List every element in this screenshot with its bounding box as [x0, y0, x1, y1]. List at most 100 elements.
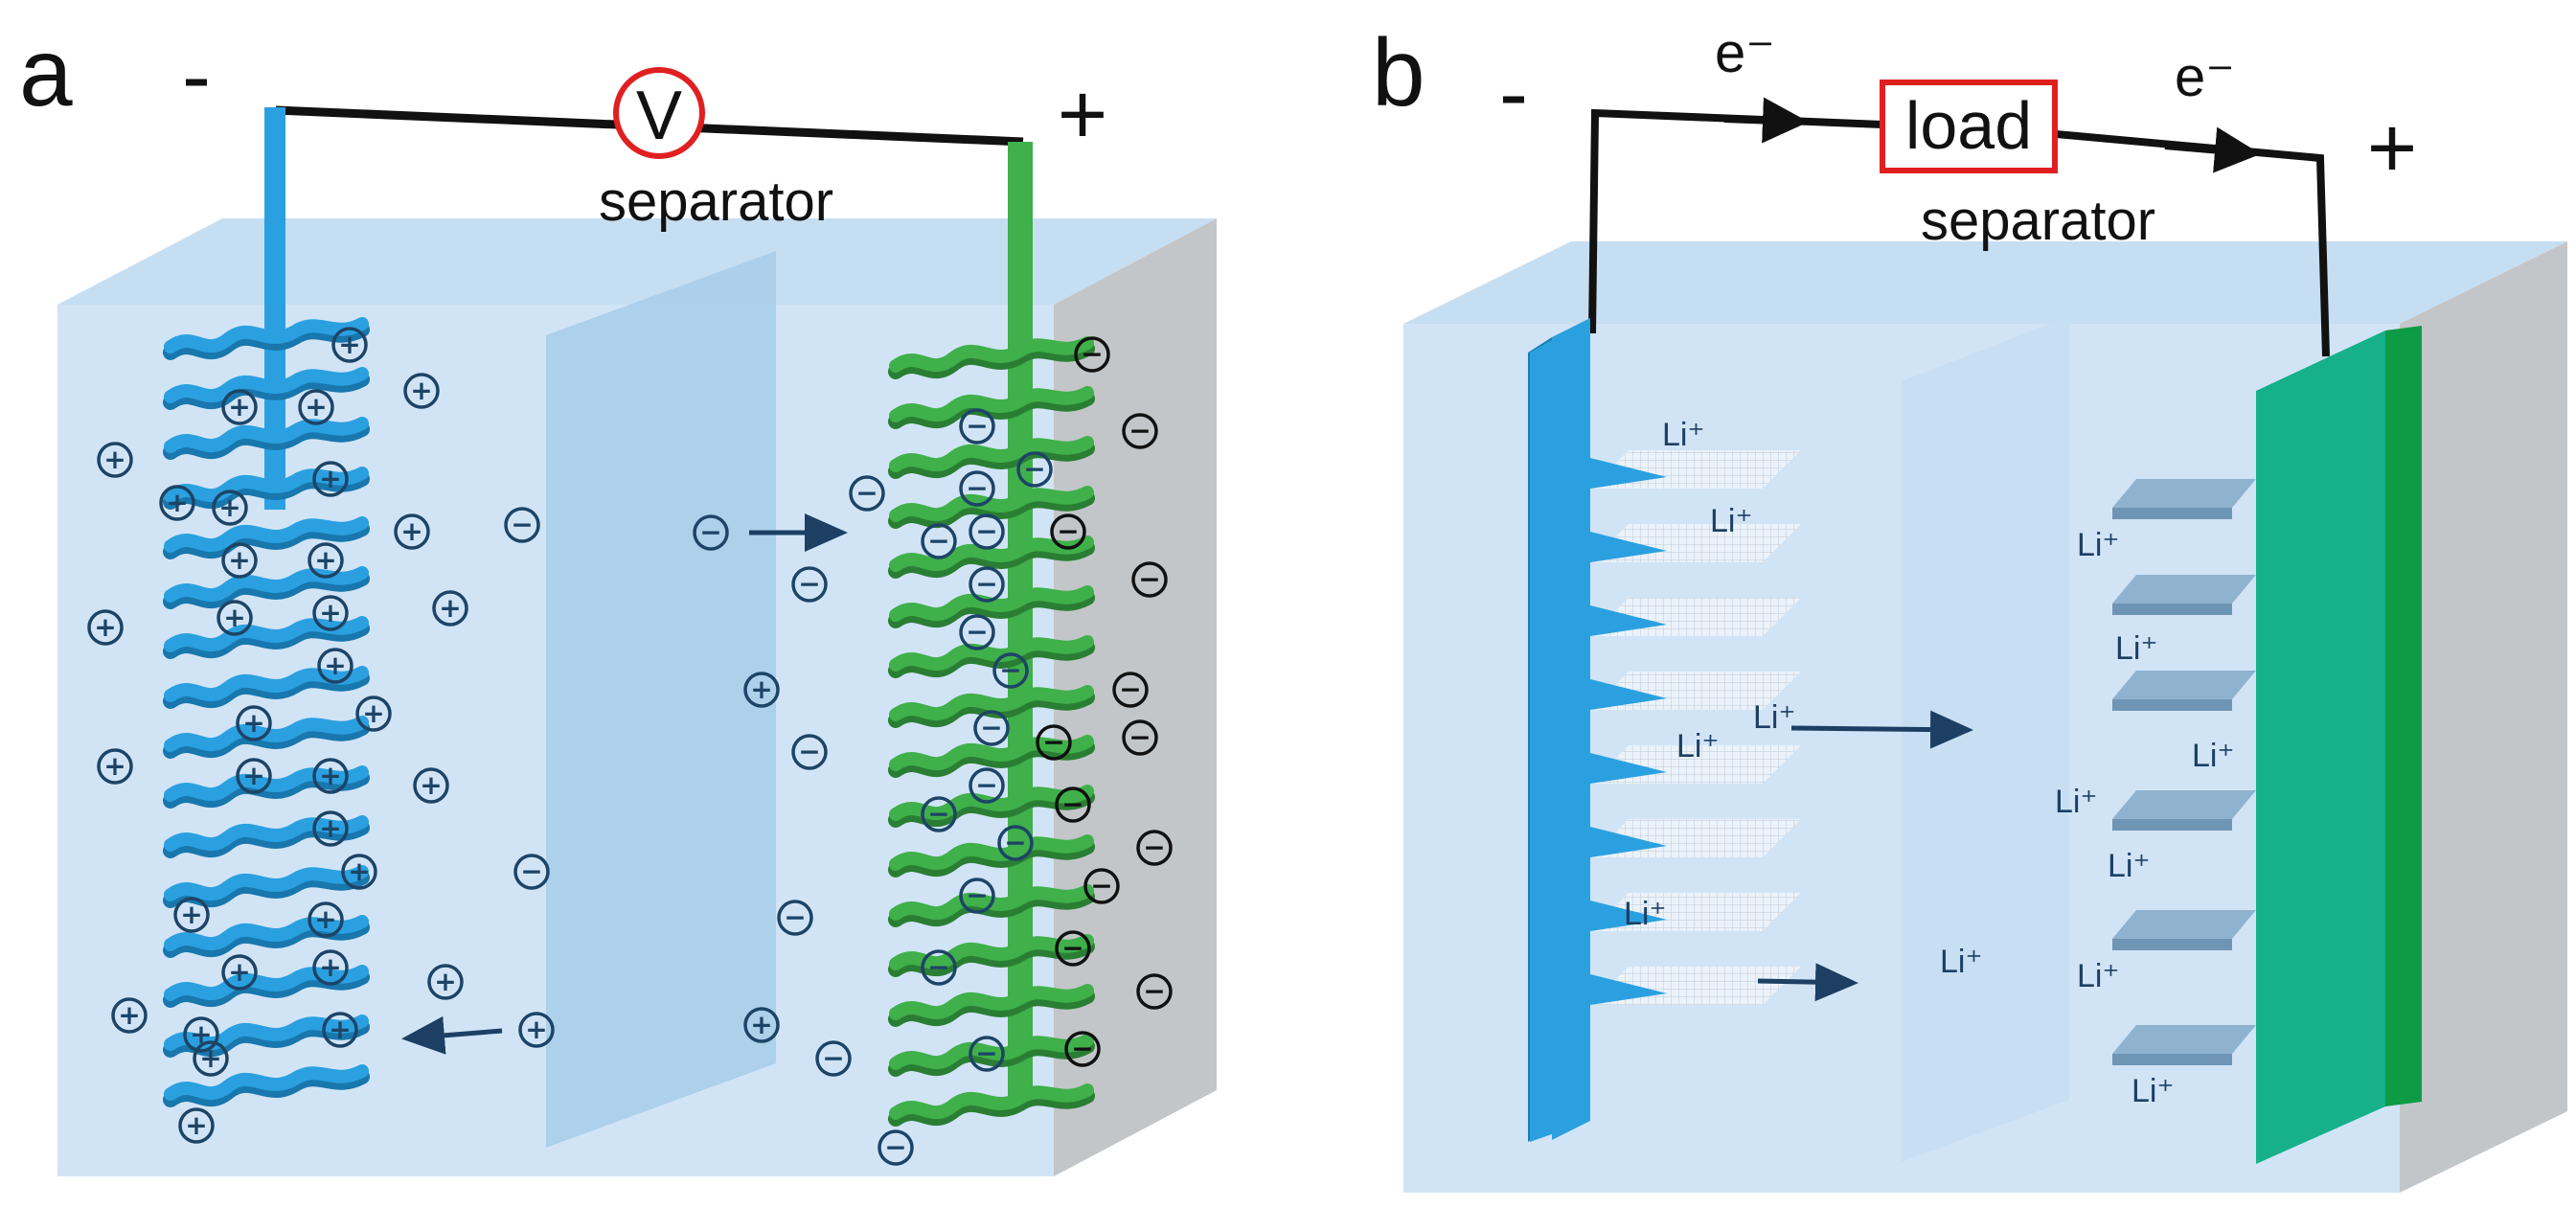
svg-text:+: + — [166, 487, 188, 518]
svg-text:−: − — [855, 477, 878, 509]
li-ion-label: Li⁺ — [2131, 1073, 2174, 1109]
panel-a-separator-label: separator — [599, 171, 833, 233]
svg-text:−: − — [1128, 721, 1151, 753]
cathode-layer-edge — [2112, 939, 2232, 950]
svg-text:−: − — [884, 1131, 906, 1163]
panel-a-box-side — [1054, 218, 1217, 1176]
anion: − — [969, 1036, 1005, 1072]
svg-text:−: − — [1004, 827, 1026, 858]
anion: − — [1055, 930, 1091, 967]
svg-text:−: − — [699, 516, 721, 548]
cation: + — [173, 897, 210, 933]
svg-text:+: + — [319, 597, 341, 628]
panel-a-box-top — [57, 218, 1217, 305]
anion: − — [921, 949, 957, 986]
panel-a: a V separator - + ++++++++++++++++++++++… — [19, 19, 1217, 1176]
svg-text:+: + — [94, 611, 116, 643]
svg-text:−: − — [798, 736, 820, 767]
svg-text:−: − — [1071, 1033, 1093, 1064]
negative-electrode-layer — [164, 666, 369, 702]
svg-text:−: − — [1061, 788, 1083, 820]
svg-text:−: − — [798, 568, 820, 600]
svg-text:+: + — [410, 375, 432, 406]
svg-text:−: − — [1143, 975, 1165, 1007]
cation: + — [403, 373, 440, 409]
graphite-sheet-root — [1590, 974, 1667, 1005]
cation: + — [743, 1007, 780, 1043]
anion: − — [1136, 830, 1173, 866]
panel-b-load-box — [1880, 80, 2058, 173]
svg-text:−: − — [822, 1042, 844, 1074]
anion: − — [992, 652, 1029, 689]
svg-text:−: − — [784, 901, 806, 933]
cation: + — [212, 490, 248, 526]
cation: + — [87, 609, 124, 646]
svg-text:+: + — [242, 760, 264, 791]
svg-text:−: − — [980, 712, 1002, 743]
svg-text:−: − — [966, 410, 988, 442]
positive-electrode-layer — [889, 685, 1094, 721]
svg-text:+: + — [348, 855, 370, 887]
cathode-layer — [2112, 479, 2256, 508]
cation: + — [312, 461, 349, 497]
panel-a-label: a — [19, 19, 73, 126]
anion: − — [959, 470, 995, 507]
svg-text:+: + — [750, 1009, 772, 1040]
positive-electrode-layer — [889, 635, 1094, 672]
svg-text:+: + — [218, 491, 240, 523]
anion: − — [1136, 973, 1173, 1010]
svg-text:−: − — [966, 616, 988, 648]
anion: − — [849, 475, 885, 512]
graphite-sheet-root — [1590, 753, 1667, 784]
positive-electrode-layer — [889, 585, 1094, 622]
panel-b-ions: Li⁺Li⁺Li⁺Li⁺Li⁺Li⁺Li⁺Li⁺Li⁺Li⁺Li⁺Li⁺Li⁺ — [1624, 417, 2234, 1109]
panel-b-separator-label: separator — [1921, 190, 2155, 252]
graphite-sheet-root — [1590, 532, 1667, 562]
cation: + — [159, 485, 195, 521]
svg-text:+: + — [223, 602, 245, 633]
svg-text:−: − — [999, 654, 1021, 686]
cation: + — [221, 954, 258, 991]
svg-text:+: + — [185, 1109, 207, 1141]
svg-text:+: + — [199, 1042, 221, 1074]
li-ion-label: Li⁺ — [2115, 630, 2157, 667]
positive-electrode-layer — [889, 1034, 1094, 1070]
graphite-sheet-root — [1590, 900, 1667, 931]
cation: + — [427, 964, 464, 1000]
cation: + — [97, 442, 133, 478]
positive-electrode-layer — [889, 386, 1094, 422]
cation: + — [97, 748, 133, 785]
negative-electrode-layer — [164, 417, 369, 453]
panel-b-box-top — [1403, 241, 2567, 324]
cathode-layer — [2112, 671, 2256, 699]
panel-b-label: b — [1372, 19, 1425, 126]
cation: + — [312, 810, 349, 847]
li-ion-label: Li⁺ — [1710, 503, 1752, 539]
positive-electrode-layer — [889, 834, 1094, 871]
cation: + — [322, 1012, 358, 1048]
panel-a-positive-terminal: + — [1058, 67, 1108, 163]
panel-b-box-side — [2400, 241, 2567, 1193]
svg-text:−: − — [511, 509, 533, 540]
cathode-layer-edge — [2112, 508, 2232, 519]
cathode-layer-edge — [2112, 819, 2232, 831]
panel-b-positive-terminal: + — [2367, 101, 2418, 196]
svg-text:+: + — [439, 592, 461, 624]
negative-electrode-layer — [164, 516, 369, 553]
panel-b-electron-arrow-right — [2164, 126, 2261, 173]
svg-text:+: + — [400, 515, 422, 547]
cation: + — [312, 949, 349, 986]
li-ion-label: Li⁺ — [1662, 417, 1704, 453]
positive-electrode-layer — [889, 536, 1094, 572]
cation: + — [236, 705, 272, 741]
svg-text:+: + — [420, 769, 442, 801]
svg-text:+: + — [750, 673, 772, 705]
panel-b-electron-label-left: e⁻ — [1715, 22, 1775, 84]
svg-text:+: + — [228, 956, 250, 988]
graphite-sheet-root — [1590, 458, 1667, 489]
panel-a-negative-collector — [264, 107, 285, 510]
cathode-layer-edge — [2112, 699, 2232, 711]
cathode-layer — [2112, 910, 2256, 939]
panel-a-cation-arrow — [401, 1015, 503, 1055]
li-ion-label: Li⁺ — [2077, 527, 2119, 563]
